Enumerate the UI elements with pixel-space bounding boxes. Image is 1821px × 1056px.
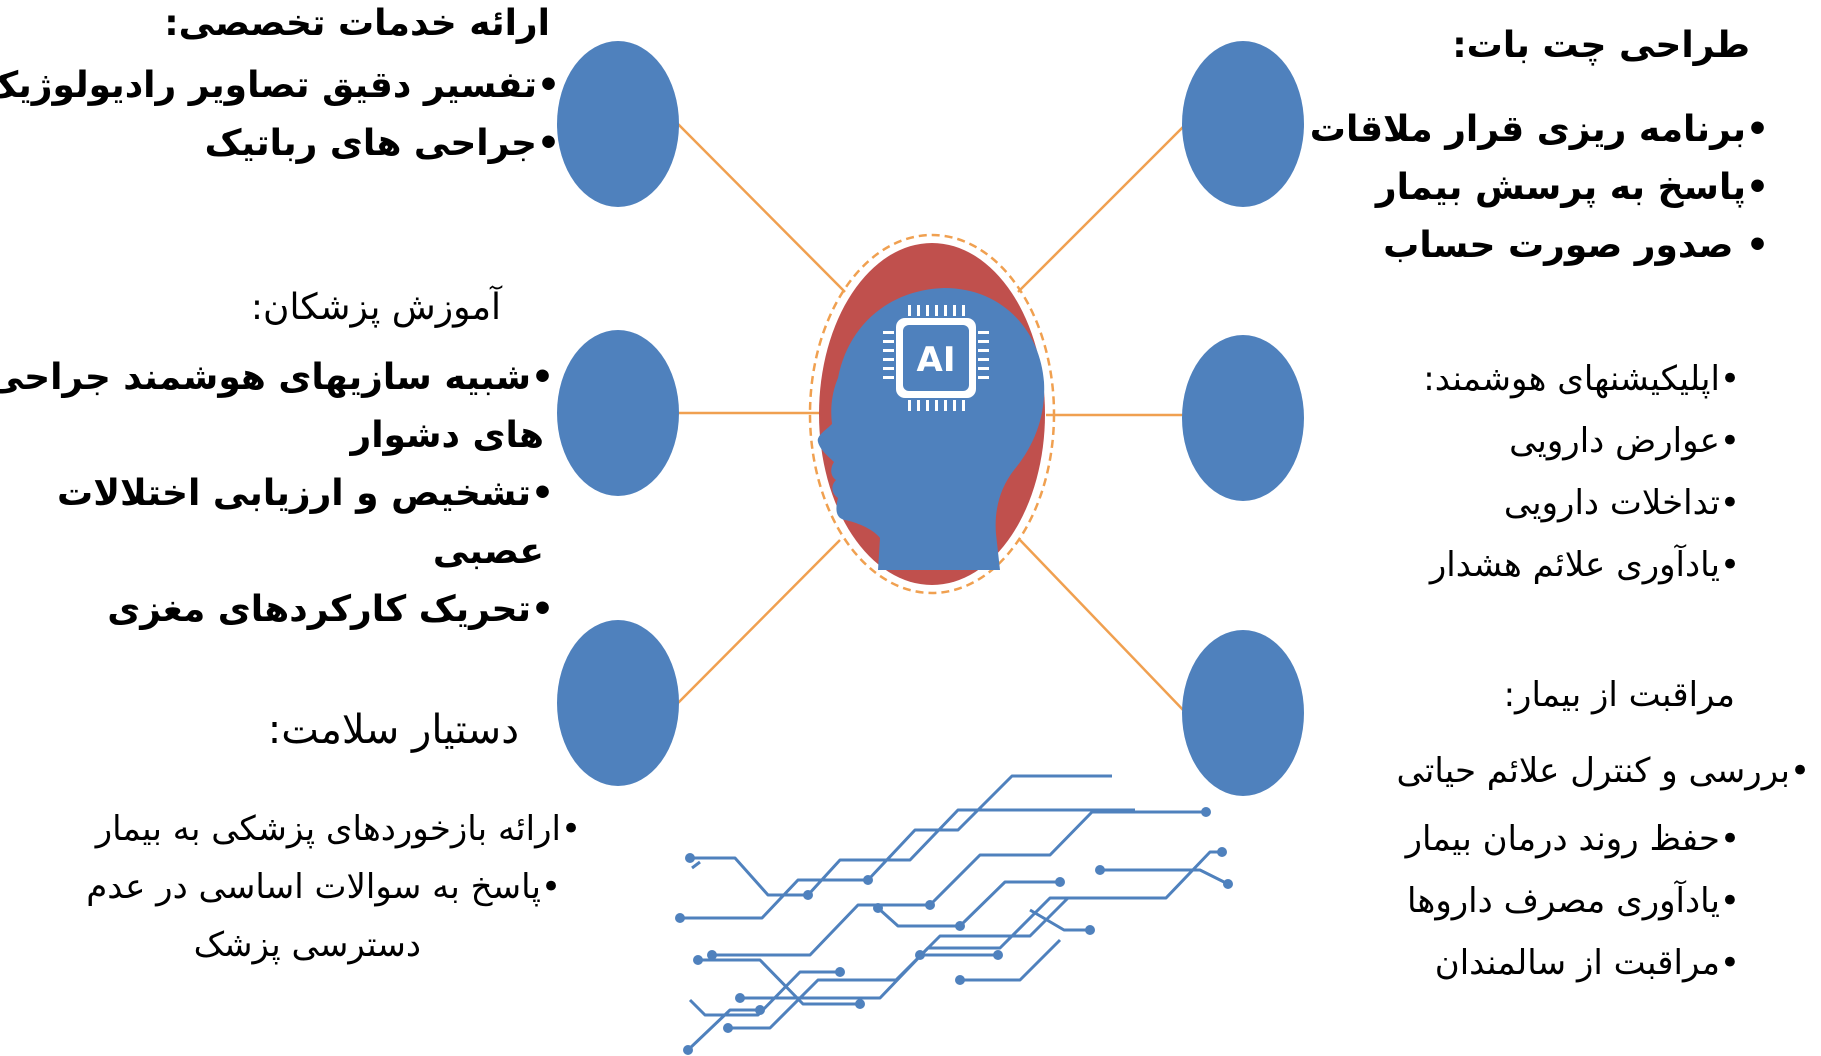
node-middle-left: [557, 330, 679, 496]
list-item: •حفظ روند درمان بیمار: [1405, 819, 1740, 859]
group-heading: دستیار سلامت:: [267, 707, 519, 753]
circuit-nodes: [675, 807, 1233, 1055]
group-middle-right: •اپلیکیشنهای هوشمند:: [1423, 362, 1740, 396]
list-item: •پاسخ به سوالات اساسی در عدم: [86, 867, 561, 907]
list-item: •یادآوری علائم هشدار: [1429, 545, 1740, 585]
connector-bottom-right: [1019, 539, 1187, 714]
list-item: •جراحی های رباتیک: [204, 123, 560, 164]
group-heading: آموزش پزشکان:: [250, 287, 501, 328]
list-item: •مراقبت از سالمندان: [1434, 943, 1740, 983]
list-item: •شبیه سازیهای هوشمند جراحی: [0, 357, 554, 398]
list-item: عصبی: [432, 531, 544, 572]
list-item: •پاسخ به پرسش بیمار: [1375, 167, 1769, 208]
list-item: دسترسی پزشک: [193, 925, 421, 965]
group-top-right: طراحی چت بات:: [1452, 28, 1750, 64]
group-heading: •اپلیکیشنهای هوشمند:: [1423, 359, 1740, 399]
group-middle-left-items: •شبیه سازیهای هوشمند جراحی های دشوار •تش…: [0, 360, 554, 628]
ai-chip-head-icon: AI: [808, 233, 1056, 595]
node-bottom-left: [557, 620, 679, 786]
list-item: • صدور صورت حساب: [1383, 225, 1769, 266]
group-bottom-right: مراقبت از بیمار:: [1504, 678, 1735, 712]
connector-top-right: [1017, 123, 1187, 293]
chip-label: AI: [917, 340, 956, 380]
group-top-left-items: •تفسیر دقیق تصاویر رادیولوژیک •جراحی های…: [0, 68, 560, 162]
group-top-left: ارائه خدمات تخصصی:: [164, 6, 550, 42]
group-bottom-right-items: •بررسی و کنترل علائم حیاتی •حفظ روند درم…: [1397, 754, 1810, 980]
node-middle-right: [1182, 335, 1304, 501]
list-item: •تحریک کارکردهای مغزی: [107, 589, 554, 630]
group-bottom-left-items: •ارائه بازخوردهای پزشکی به بیمار •پاسخ ب…: [86, 812, 581, 962]
connector-lines: [677, 123, 1187, 714]
connector-bottom-left: [677, 539, 841, 704]
list-item: •عوارض دارویی: [1509, 421, 1740, 461]
node-top-right: [1182, 41, 1304, 207]
center-dashed-ring: [808, 233, 1056, 595]
connector-top-left: [677, 123, 846, 293]
group-bottom-left: دستیار سلامت:: [268, 710, 519, 750]
group-middle-left: آموزش پزشکان:: [251, 290, 501, 326]
node-top-left: [557, 41, 679, 207]
list-item: های دشوار: [350, 415, 544, 456]
list-item: •تفسیر دقیق تصاویر رادیولوژیک: [0, 65, 560, 106]
node-bottom-right: [1182, 630, 1304, 796]
nodes: [557, 41, 1304, 796]
ai-chip: AI: [883, 305, 989, 411]
list-item: •بررسی و کنترل علائم حیاتی: [1396, 751, 1810, 791]
group-heading: مراقبت از بیمار:: [1503, 675, 1735, 715]
group-heading: طراحی چت بات:: [1452, 25, 1750, 66]
group-heading: ارائه خدمات تخصصی:: [164, 3, 550, 44]
group-top-right-items: •برنامه ریزی قرار ملاقات •پاسخ به پرسش ب…: [1310, 112, 1769, 264]
list-item: •ارائه بازخوردهای پزشکی به بیمار: [95, 809, 581, 849]
list-item: •یادآوری مصرف داروها: [1407, 881, 1740, 921]
list-item: •تداخلات دارویی: [1503, 483, 1740, 523]
group-middle-right-items: •عوارض دارویی •تداخلات دارویی •یادآوری ع…: [1430, 424, 1740, 582]
list-item: •تشخیص و ارزیابی اختلالات: [57, 473, 554, 514]
list-item: •برنامه ریزی قرار ملاقات: [1309, 109, 1769, 150]
